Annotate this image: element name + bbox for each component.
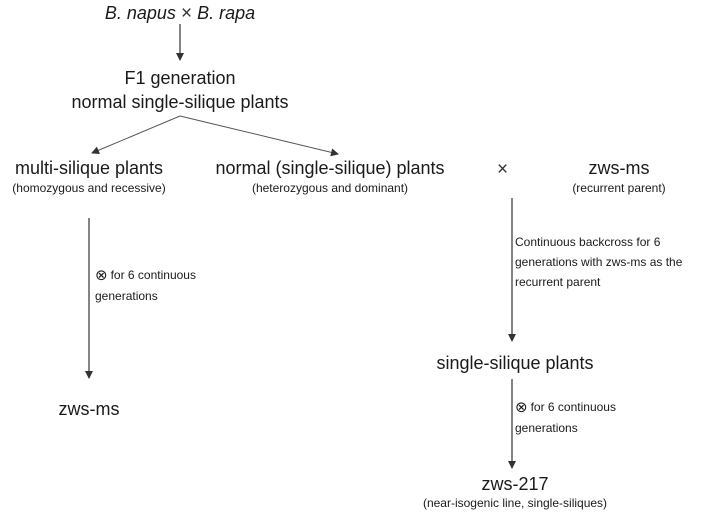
backcross-note: Continuous backcross for 6 generations w… (515, 235, 683, 289)
selfing-icon: ⊗ (95, 267, 108, 284)
arrow-f1-to-normal (179, 115, 339, 157)
result-zws-217-subtitle: (near-isogenic line, single-siliques) (422, 496, 608, 510)
multi-silique-title: multi-silique plants (14, 158, 164, 178)
parental-cross: B. napus × B. rapa (105, 4, 255, 23)
selfing-text-right: for 6 continuous generations (515, 400, 616, 435)
f1-generation-label: F1 generation (124, 68, 236, 88)
selfing-note-right: ⊗for 6 continuous generations (515, 397, 655, 438)
parent-rapa: B. rapa (197, 3, 256, 23)
result-zws-ms: zws-ms (58, 399, 120, 419)
selfing-note-left: ⊗for 6 continuous generations (95, 265, 235, 306)
backcross-symbol: × (497, 159, 509, 180)
cross-symbol-top: × (180, 3, 193, 24)
recurrent-parent-title: zws-ms (588, 158, 650, 178)
selfing-icon: ⊗ (515, 399, 528, 416)
parent-napus: B. napus (104, 3, 176, 23)
result-zws-217-title: zws-217 (481, 474, 549, 494)
f1-normal-plants-label: normal single-silique plants (71, 92, 289, 112)
recurrent-parent-subtitle: (recurrent parent) (572, 181, 666, 195)
single-silique-plants-label: single-silique plants (436, 353, 594, 373)
selfing-text-left: for 6 continuous generations (95, 268, 196, 303)
multi-silique-subtitle: (homozygous and recessive) (12, 181, 166, 195)
normal-plants-title: normal (single-silique) plants (215, 158, 445, 178)
normal-plants-subtitle: (heterozygous and dominant) (251, 181, 409, 195)
arrow-f1-to-multi (91, 115, 181, 154)
